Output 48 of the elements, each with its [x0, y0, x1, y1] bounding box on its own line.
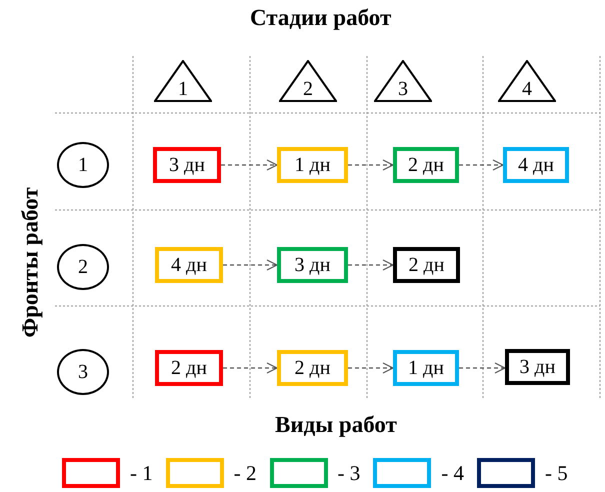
dashed-arrow — [223, 362, 278, 374]
node-text: 3 — [398, 79, 408, 99]
node-text: 1 — [178, 79, 188, 99]
node-text: 3 дн — [169, 155, 205, 175]
dashed-arrow — [221, 159, 278, 171]
legend-text: - 1 — [130, 462, 153, 484]
legend-text: - 5 — [545, 462, 568, 484]
task-box — [393, 350, 459, 386]
legend-text: - 4 — [441, 462, 464, 484]
front-circle — [57, 244, 109, 290]
node-text: 3 — [78, 362, 88, 382]
node-text: 1 дн — [408, 358, 444, 378]
node-text: 2 дн — [408, 255, 444, 275]
dashed-arrow — [348, 362, 394, 374]
task-box — [153, 147, 221, 183]
dashed-arrow — [459, 159, 504, 171]
axis-label: Фронты работ — [18, 186, 42, 338]
task-box — [503, 147, 569, 183]
task-box — [277, 350, 348, 386]
node-text: 4 дн — [518, 155, 554, 175]
node-text: 1 дн — [294, 155, 330, 175]
task-box — [277, 147, 348, 183]
dashed-arrow — [348, 259, 394, 271]
node-text: 1 — [78, 155, 88, 175]
dashed-arrow — [348, 159, 394, 171]
legend-heading: Виды работ — [275, 411, 397, 439]
node-text: 3 дн — [520, 357, 556, 377]
task-box — [393, 147, 459, 183]
task-box — [155, 350, 223, 386]
node-text: 4 — [522, 79, 532, 99]
task-box — [505, 349, 570, 385]
legend-text: - 3 — [338, 462, 360, 484]
node-text: 2 — [303, 79, 313, 99]
node-text: 2 — [78, 257, 88, 277]
node-text: 2 дн — [171, 358, 207, 378]
task-box — [277, 247, 348, 283]
node-text: 2 дн — [408, 155, 444, 175]
dashed-arrow — [459, 362, 506, 374]
node-text: 3 дн — [294, 255, 330, 275]
front-circle — [57, 142, 109, 188]
legend-text: - 2 — [234, 462, 256, 484]
front-circle — [57, 349, 109, 395]
diagram-title: Стадии работ — [250, 4, 392, 32]
node-text: 2 дн — [294, 358, 330, 378]
node-text: 4 дн — [171, 255, 207, 275]
task-box — [155, 247, 223, 283]
dashed-arrow — [223, 259, 278, 271]
task-box — [393, 247, 460, 283]
